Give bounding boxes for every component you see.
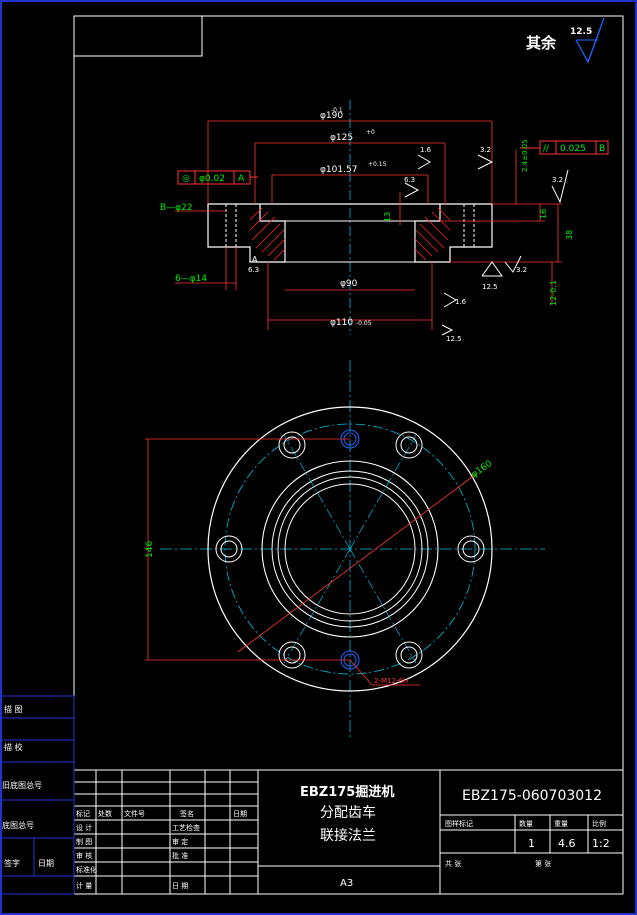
dim-d-bore: φ101.57 [320, 165, 357, 175]
dim-h12: 12-0.1 [549, 280, 558, 306]
dim-146: 146 [145, 541, 155, 558]
svg-text:3.2: 3.2 [516, 266, 527, 274]
title-left-labels: 标记 处数 文件号 签名 日期 设 计 工艺检查 制 图 审 定 审 核 批 准… [76, 809, 247, 890]
dim-thread: 2-M12-6H [374, 677, 408, 685]
top-left-box [73, 15, 203, 57]
roughness-values: 1.6 3.2 6.3 3.2 12.5 3.2 1.6 12.5 6.3 [248, 146, 563, 343]
dim-d160: φ160 [470, 459, 495, 481]
gdt-left-symbol: ◎ [182, 174, 190, 184]
svg-text:日 期: 日 期 [172, 882, 188, 890]
dim-d-bolt: φ125 [330, 133, 353, 143]
svg-text:审 定: 审 定 [172, 837, 188, 846]
svg-text:文件号: 文件号 [124, 809, 145, 818]
header-qty: 数量 [519, 819, 533, 828]
gdt-right-value: 0.025 [560, 144, 586, 154]
gdt-left-datum: A [238, 174, 245, 184]
dim-h16: 16 [539, 209, 548, 219]
material: A3 [340, 878, 353, 889]
svg-text:6.3: 6.3 [248, 266, 259, 274]
svg-text:审 核: 审 核 [76, 851, 92, 860]
svg-text:工艺检查: 工艺检查 [172, 823, 200, 832]
inner-frame [73, 15, 624, 895]
side-block: 描 图 描 校 旧底图总号 底图总号 签字 日期 [0, 695, 75, 895]
dim-angle: 2.4±0.05 [521, 139, 529, 172]
dim-holes-b: B—φ22 [160, 203, 193, 213]
part-name-line1: EBZ175掘进机 [300, 784, 394, 800]
svg-text:制 图: 制 图 [76, 837, 92, 846]
sheet-count: 共 张 [445, 859, 461, 868]
dim-d-outer-tol: -0.1 [331, 107, 343, 114]
svg-text:12.5: 12.5 [482, 283, 498, 291]
svg-text:3.2: 3.2 [480, 146, 491, 154]
dim-holes-6: 6—φ14 [175, 274, 207, 284]
dim-h13: 13 [383, 212, 392, 222]
svg-text:1.6: 1.6 [420, 146, 432, 154]
roughness-general-icon [575, 17, 605, 64]
dim-d-spigot: φ110 [330, 318, 353, 328]
header-mark: 图样标记 [445, 819, 473, 828]
plan-view [145, 360, 545, 740]
sheet-number: 第 张 [535, 859, 551, 868]
svg-text:1.6: 1.6 [455, 298, 467, 306]
title-block [74, 769, 623, 894]
weight: 4.6 [558, 837, 576, 850]
roughness-symbols [404, 154, 569, 336]
part-name-line2: 分配齿车 [320, 804, 376, 821]
svg-text:6.3: 6.3 [404, 176, 415, 184]
section-view: A [175, 100, 609, 336]
svg-text:标记: 标记 [76, 809, 90, 818]
header-scale: 比例 [592, 819, 606, 828]
svg-text:底图总号: 底图总号 [2, 820, 34, 830]
dim-d-spigot-tol: -0.05 [356, 320, 372, 327]
drawing-number: EBZ175-060703012 [462, 788, 602, 804]
header-weight: 重量 [554, 820, 568, 828]
svg-text:设 计: 设 计 [76, 823, 92, 832]
quantity: 1 [528, 837, 535, 850]
svg-text:日期: 日期 [233, 810, 247, 818]
dim-d-bolt-tol: +0 [366, 129, 375, 136]
svg-text:处数: 处数 [98, 809, 112, 818]
dim-d-bore-tol: +0.15 [368, 161, 387, 168]
dim-d-inner: φ90 [340, 279, 358, 289]
svg-text:签名: 签名 [180, 809, 194, 818]
svg-text:描 图: 描 图 [4, 704, 23, 714]
roughness-note-value: 12.5 [570, 27, 592, 37]
scale: 1:2 [592, 837, 610, 850]
dim-d-outer: φ190 [320, 111, 343, 121]
svg-text:描 校: 描 校 [4, 742, 23, 752]
svg-text:12.5: 12.5 [446, 335, 462, 343]
svg-text:签字: 签字 [4, 858, 20, 868]
svg-text:旧底图总号: 旧底图总号 [2, 780, 42, 790]
svg-text:3.2: 3.2 [552, 176, 563, 184]
dim-h38: 38 [565, 230, 574, 240]
gdt-left-value: φ0.02 [199, 174, 225, 184]
roughness-note-label: 其余 [526, 34, 557, 52]
part-name-line3: 联接法兰 [320, 827, 376, 844]
gdt-right-datum: B [599, 144, 605, 154]
svg-text:标准化: 标准化 [76, 865, 97, 874]
gdt-right-symbol: // [543, 144, 550, 154]
datum-a-label: A [252, 255, 258, 264]
svg-text:日期: 日期 [38, 859, 54, 868]
svg-text:批 准: 批 准 [172, 851, 188, 860]
svg-text:计 量: 计 量 [76, 881, 92, 890]
